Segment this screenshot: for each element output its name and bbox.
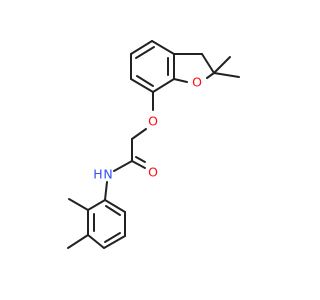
atom-labels: O O O N H (93, 75, 202, 182)
bond (213, 56, 231, 74)
bond (104, 199, 126, 213)
carbonyl-oxygen-label: O (148, 165, 158, 180)
molecule-diagram: O O O N H (67, 40, 240, 249)
bond (131, 128, 147, 140)
bond (67, 234, 89, 249)
bond (113, 160, 133, 172)
bond (87, 234, 105, 249)
bond (213, 72, 240, 78)
bond (104, 181, 108, 201)
bond (104, 232, 121, 243)
bond (201, 53, 215, 74)
bond (103, 235, 126, 249)
bond (151, 40, 175, 55)
bond-lines (67, 40, 240, 249)
bond (68, 198, 89, 211)
bond (131, 160, 146, 169)
bond (206, 72, 215, 79)
bond (173, 78, 188, 83)
amide-hydrogen-label: H (93, 167, 102, 182)
bond (130, 40, 153, 55)
bond (135, 46, 155, 59)
bond (105, 205, 121, 216)
bond (152, 78, 175, 93)
bond (135, 156, 146, 163)
bond (87, 199, 106, 211)
amide-nitrogen-label: N (103, 167, 112, 182)
bond (130, 78, 154, 93)
ring-oxygen-label: O (192, 75, 202, 90)
bond (136, 75, 154, 87)
ether-oxygen-label: O (148, 114, 158, 129)
